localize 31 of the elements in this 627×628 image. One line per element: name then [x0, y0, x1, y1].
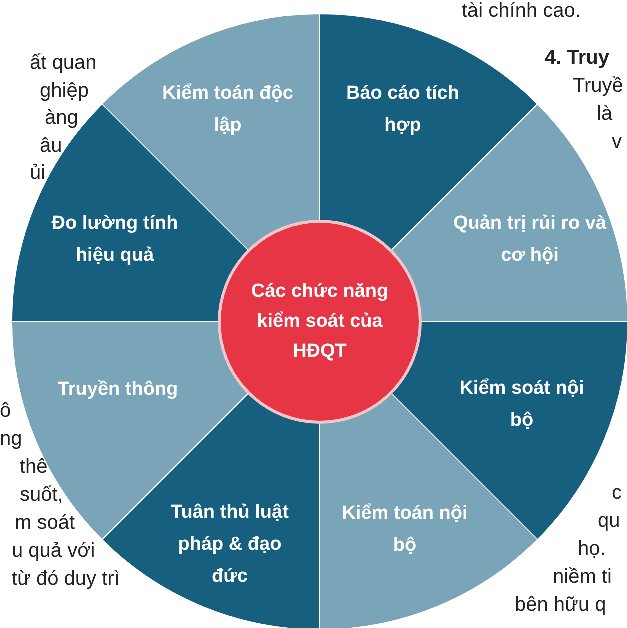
- segment-label: Truyền thông: [56, 378, 180, 402]
- body-text-fragment: họ.: [578, 537, 606, 562]
- body-text-fragment: u quả với: [12, 539, 96, 564]
- body-text-fragment: ng: [0, 427, 22, 452]
- segment-label: Kiểm toán nội bộ: [341, 502, 469, 558]
- body-text-fragment: âu: [40, 134, 62, 159]
- body-text-fragment: ghiệp: [40, 79, 89, 104]
- body-text-fragment: v: [612, 130, 622, 155]
- body-text-fragment: suốt,: [20, 483, 64, 508]
- segment-label: Quản trị rủi ro và cơ hội: [452, 212, 608, 268]
- body-text-fragment: niềm ti: [553, 565, 612, 590]
- body-text-fragment: ủi: [30, 161, 46, 186]
- body-text-fragment: qu: [598, 509, 620, 534]
- body-text-fragment: thể: [20, 455, 48, 480]
- body-text-fragment: m soát: [15, 511, 76, 536]
- body-text-fragment: bên hữu q: [515, 593, 606, 618]
- body-text-fragment: ất quan: [30, 51, 97, 76]
- body-text-fragment: 4. Truy: [545, 46, 610, 71]
- segment-label: Đo lường tính hiệu quả: [50, 212, 180, 268]
- segment-label: Kiểm soát nội bộ: [458, 377, 586, 433]
- segment-label: Tuân thủ luật pháp & đạo đức: [170, 501, 290, 589]
- body-text-fragment: ô: [0, 399, 12, 424]
- body-text-fragment: từ đó duy trì: [12, 567, 120, 592]
- body-text-fragment: c: [612, 481, 622, 506]
- body-text-fragment: àng: [45, 106, 78, 131]
- body-text-fragment: Truyề: [573, 74, 624, 99]
- center-label: Các chức năng kiểm soát của HĐQT: [250, 280, 390, 364]
- segment-label: Báo cáo tích hợp: [346, 82, 460, 138]
- segment-label: Kiểm toán độc lập: [162, 82, 294, 138]
- body-text-fragment: là: [597, 102, 613, 127]
- body-text-fragment: tài chính cao.: [462, 0, 581, 24]
